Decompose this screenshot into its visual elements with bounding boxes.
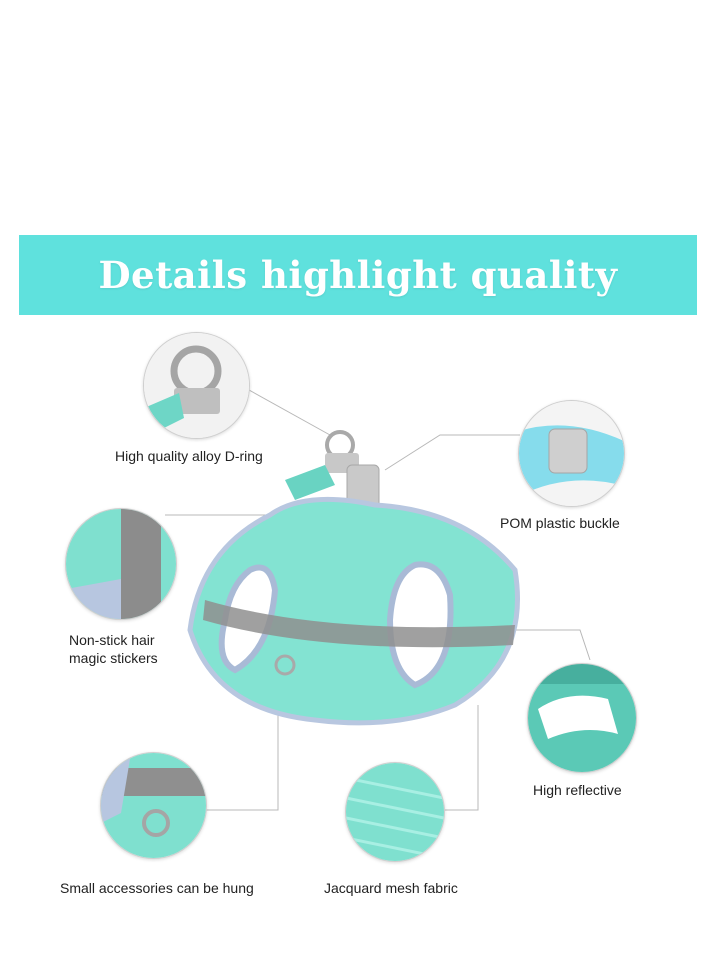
- reflective-detail-image: [527, 663, 637, 773]
- title-banner: Details highlight quality: [19, 235, 697, 315]
- d-ring-label: High quality alloy D-ring: [115, 448, 263, 464]
- mesh-detail-image: [345, 762, 445, 862]
- d-ring-detail-image: [143, 332, 250, 439]
- stickers-detail-image: [65, 508, 177, 620]
- accessories-label: Small accessories can be hung: [60, 880, 254, 896]
- mesh-label: Jacquard mesh fabric: [324, 880, 458, 896]
- harness-product-image: [175, 420, 540, 750]
- accessories-detail-image: [100, 752, 207, 859]
- buckle-detail-image: [518, 400, 625, 507]
- reflective-label: High reflective: [533, 782, 622, 798]
- buckle-label: POM plastic buckle: [500, 515, 620, 531]
- stickers-label-line1: Non-stick hair: [69, 632, 155, 648]
- stickers-label-line2: magic stickers: [69, 650, 158, 666]
- banner-title: Details highlight quality: [98, 253, 618, 297]
